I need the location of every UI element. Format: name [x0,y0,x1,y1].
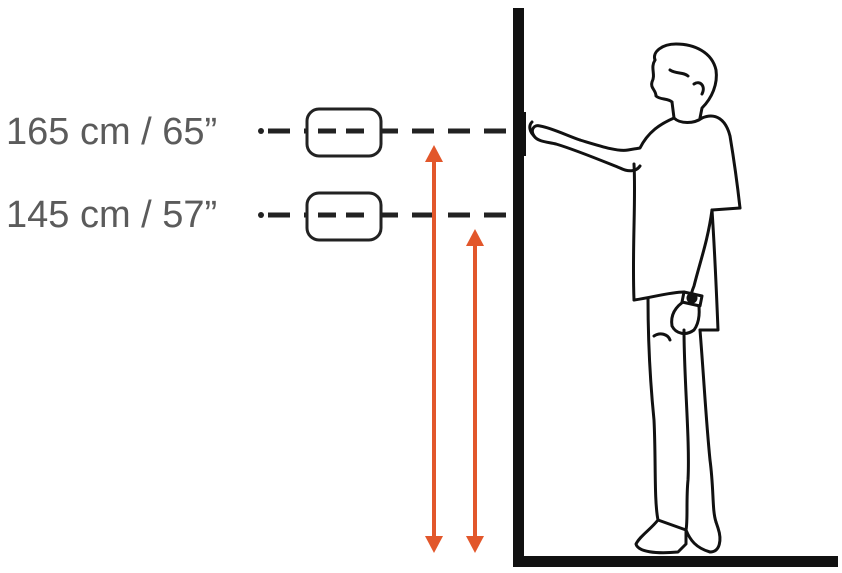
floor [513,556,838,567]
wall [513,8,524,566]
standing-person-icon [528,42,742,555]
reader-device-icon [305,191,383,242]
upper-height-label: 165 cm / 65” [6,111,218,153]
wall-reader-icon [518,112,526,156]
lower-height-label: 145 cm / 57” [6,194,218,236]
upper-height-arrow [425,145,443,553]
upper-dashed-guide [258,128,512,134]
lower-height-arrow [466,229,484,553]
lower-dashed-guide [258,212,512,218]
reader-device-icon [305,107,383,158]
